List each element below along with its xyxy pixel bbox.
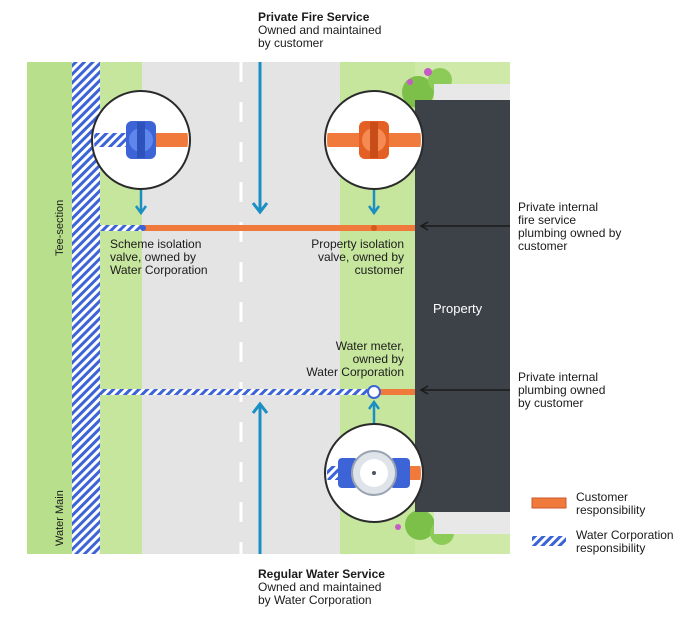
fire-service-subtitle-2: by customer	[258, 36, 324, 50]
property-valve-line-3: customer	[354, 263, 404, 277]
scheme-valve-line-1: Scheme isolation	[110, 237, 202, 251]
fire-plumbing-line-1: Private internal	[518, 200, 599, 214]
water-service-title: Regular Water Service	[258, 567, 385, 581]
scheme-valve-callout	[91, 90, 191, 190]
property-valve-label: Property isolation valve, owned by custo…	[280, 238, 404, 277]
fire-service-subtitle-1: Owned and maintained	[258, 23, 382, 37]
scheme-isolation-valve-marker	[140, 225, 146, 231]
legend-customer-label: Customer responsibility	[576, 491, 645, 517]
customer-service-pipe	[374, 389, 415, 395]
legend-watercorp-swatch	[532, 536, 566, 546]
water-meter-line-3: Water Corporation	[306, 365, 404, 379]
fire-plumbing-label: Private internal fire service plumbing o…	[518, 201, 621, 253]
internal-plumbing-line-1: Private internal	[518, 370, 599, 384]
legend-customer-swatch	[531, 497, 567, 509]
water-service-subtitle-2: by Water Corporation	[258, 593, 372, 607]
water-main-label: Water Main	[54, 490, 66, 546]
scheme-valve-line-2: valve, owned by	[110, 250, 197, 264]
legend-watercorp-label: Water Corporation responsibility	[576, 529, 674, 555]
fire-service-title: Private Fire Service	[258, 10, 370, 24]
tee-section-label: Tee-section	[54, 199, 66, 256]
water-service-pipe	[100, 389, 374, 395]
fire-plumbing-line-2: fire service	[518, 213, 577, 227]
water-meter-marker	[367, 385, 381, 399]
water-flow-arrow	[251, 401, 269, 554]
scheme-valve-label: Scheme isolation valve, owned by Water C…	[110, 238, 208, 277]
legend-watercorp-line-1: Water Corporation	[576, 528, 674, 542]
water-meter-callout	[324, 423, 424, 523]
water-meter-line-2: owned by	[352, 352, 404, 366]
property-valve-line-1: Property isolation	[311, 237, 404, 251]
water-meter-label: Water meter, owned by Water Corporation	[280, 340, 404, 379]
property-label: Property	[433, 301, 483, 316]
internal-plumbing-line-2: plumbing owned	[518, 383, 606, 397]
property-isolation-valve-marker	[371, 225, 377, 231]
fire-flow-arrow	[251, 62, 269, 215]
scheme-valve-line-3: Water Corporation	[110, 263, 208, 277]
legend-watercorp-line-2: responsibility	[576, 541, 646, 555]
fire-tee-pipe	[100, 225, 142, 231]
water-service-footer: Regular Water Service Owned and maintain…	[258, 568, 385, 607]
property-valve-callout	[324, 90, 424, 190]
internal-plumbing-line-3: by customer	[518, 396, 584, 410]
fire-plumbing-line-3: plumbing owned by	[518, 226, 622, 240]
property-valve-line-2: valve, owned by	[317, 250, 404, 264]
fire-service-pipe	[142, 225, 415, 231]
fire-plumbing-line-4: customer	[518, 239, 568, 253]
legend-customer-line-1: Customer	[576, 490, 629, 504]
property-building	[415, 100, 510, 512]
legend-customer-line-2: responsibility	[576, 503, 646, 517]
water-meter-line-1: Water meter,	[335, 339, 404, 353]
left-verge	[27, 62, 72, 554]
water-service-subtitle-1: Owned and maintained	[258, 580, 382, 594]
fire-service-header: Private Fire Service Owned and maintaine…	[258, 11, 381, 50]
internal-plumbing-label: Private internal plumbing owned by custo…	[518, 371, 605, 410]
